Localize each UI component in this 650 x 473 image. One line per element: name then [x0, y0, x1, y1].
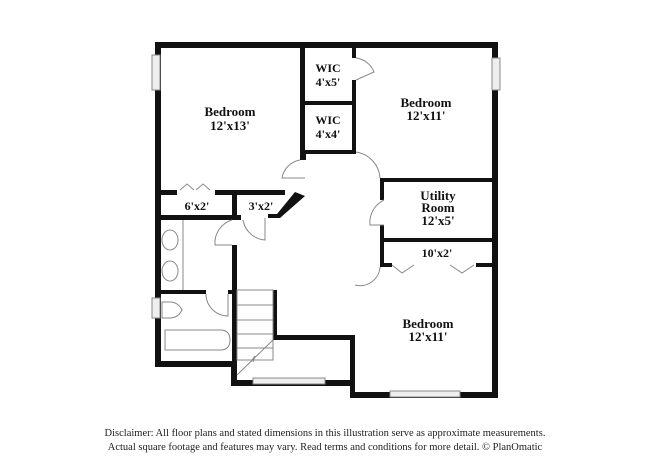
closet-3x2-dims: 3'x2'	[249, 199, 274, 213]
disclaimer-line-2: Actual square footage and features may v…	[107, 442, 543, 453]
closet-6x2-dims: 6'x2'	[185, 199, 210, 213]
bedroom-ne-dims: 12'x11'	[406, 108, 445, 123]
bedroom-nw-name: Bedroom	[204, 104, 255, 119]
bath-fixtures	[161, 220, 231, 351]
utility-name-2: Room	[421, 200, 454, 215]
bedroom-ne-name: Bedroom	[400, 95, 451, 110]
room-labels: Bedroom 12'x13' WIC 4'x5' WIC 4'x4' Bedr…	[185, 61, 457, 344]
wic2-name: WIC	[315, 113, 340, 127]
disclaimer-line-1: Disclaimer: All floor plans and stated d…	[104, 428, 546, 439]
toilet-icon	[161, 301, 183, 319]
wic2-dims: 4'x4'	[316, 127, 341, 141]
utility-name-1: Utility	[420, 188, 456, 203]
sink-icon	[161, 229, 179, 251]
wic1-name: WIC	[315, 61, 340, 75]
utility-dims: 12'x5'	[421, 213, 454, 228]
staircase[interactable]	[236, 289, 274, 376]
bathtub-icon	[164, 329, 231, 351]
windows	[151, 54, 501, 398]
bedroom-se-dims: 12'x11'	[408, 329, 447, 344]
sink-icon	[161, 260, 179, 282]
closet-10x2-dims: 10'x2'	[422, 246, 453, 260]
bedroom-se-name: Bedroom	[402, 316, 453, 331]
wic1-dims: 4'x5'	[316, 75, 341, 89]
bedroom-nw-dims: 12'x13'	[210, 118, 250, 133]
door-swings	[179, 57, 475, 317]
